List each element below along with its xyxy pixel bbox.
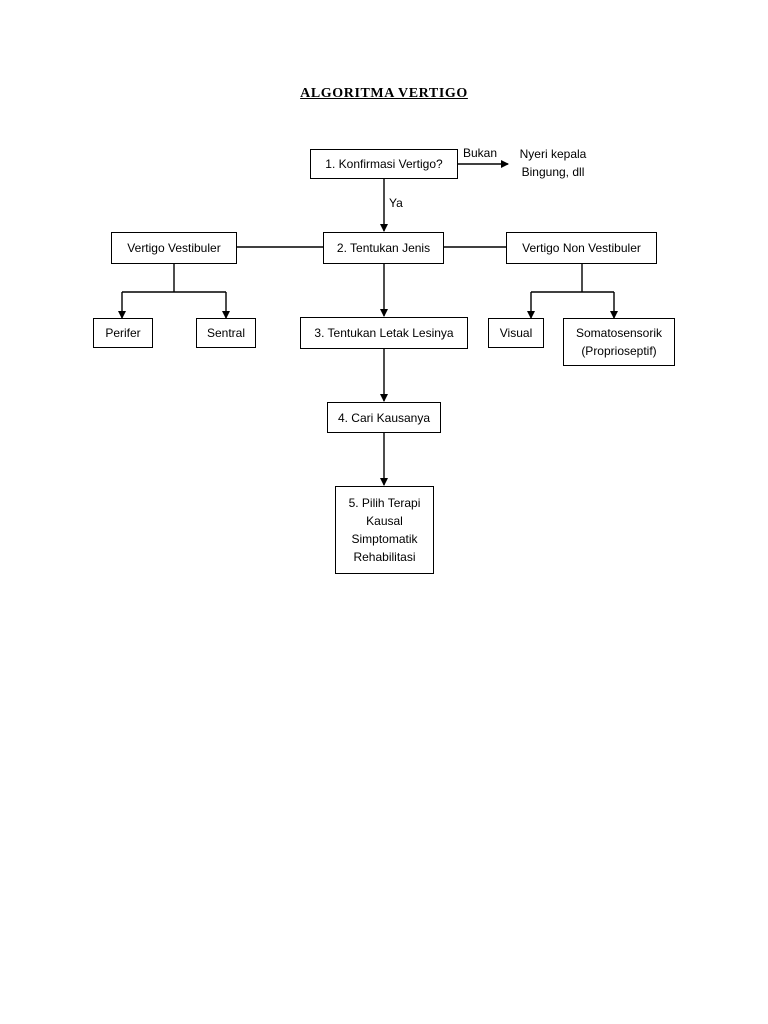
node-vertigo-non-vestibuler: Vertigo Non Vestibuler bbox=[506, 232, 657, 264]
edge-label-bukan: Bukan bbox=[463, 146, 498, 160]
node-visual: Visual bbox=[488, 318, 544, 348]
node-tentukan-jenis: 2. Tentukan Jenis bbox=[323, 232, 444, 264]
node-cari-kausa-label: 4. Cari Kausanya bbox=[337, 410, 431, 425]
node-pilih-terapi-line-3: Simptomatik bbox=[351, 532, 418, 546]
outcome-bukan-line-2: Bingung, dll bbox=[521, 165, 585, 179]
node-somatosensorik-line-1: Somatosensorik bbox=[575, 326, 663, 340]
node-visual-label: Visual bbox=[499, 326, 533, 340]
node-perifer: Perifer bbox=[93, 318, 153, 348]
node-cari-kausa: 4. Cari Kausanya bbox=[327, 402, 441, 433]
outcome-bukan: Nyeri kepala Bingung, dll bbox=[510, 145, 596, 181]
node-pilih-terapi-line-1: 5. Pilih Terapi bbox=[348, 496, 421, 510]
node-perifer-label: Perifer bbox=[105, 326, 141, 340]
node-sentral-label: Sentral bbox=[206, 326, 246, 340]
node-konfirmasi-vertigo: 1. Konfirmasi Vertigo? bbox=[310, 149, 458, 179]
node-pilih-terapi-line-2: Kausal bbox=[366, 514, 403, 528]
node-pilih-terapi-line-4: Rehabilitasi bbox=[353, 550, 416, 564]
node-vertigo-vestibuler: Vertigo Vestibuler bbox=[111, 232, 237, 264]
node-vertigo-non-vestibuler-label: Vertigo Non Vestibuler bbox=[522, 241, 641, 255]
node-sentral: Sentral bbox=[196, 318, 256, 348]
node-konfirmasi-label: 1. Konfirmasi Vertigo? bbox=[325, 157, 443, 171]
page-title: ALGORITMA VERTIGO bbox=[300, 86, 468, 101]
node-somatosensorik-line-2: (Proprioseptif) bbox=[581, 344, 657, 358]
outcome-bukan-line-1: Nyeri kepala bbox=[519, 147, 587, 161]
node-vertigo-vestibuler-label: Vertigo Vestibuler bbox=[127, 241, 221, 255]
node-tentukan-jenis-label: 2. Tentukan Jenis bbox=[336, 241, 431, 255]
node-pilih-terapi: 5. Pilih Terapi Kausal Simptomatik Rehab… bbox=[335, 486, 434, 574]
node-somatosensorik: Somatosensorik (Proprioseptif) bbox=[563, 318, 675, 366]
node-tentukan-letak: 3. Tentukan Letak Lesinya bbox=[300, 317, 468, 349]
edge-label-ya: Ya bbox=[389, 196, 403, 210]
node-tentukan-letak-label: 3. Tentukan Letak Lesinya bbox=[314, 326, 454, 340]
